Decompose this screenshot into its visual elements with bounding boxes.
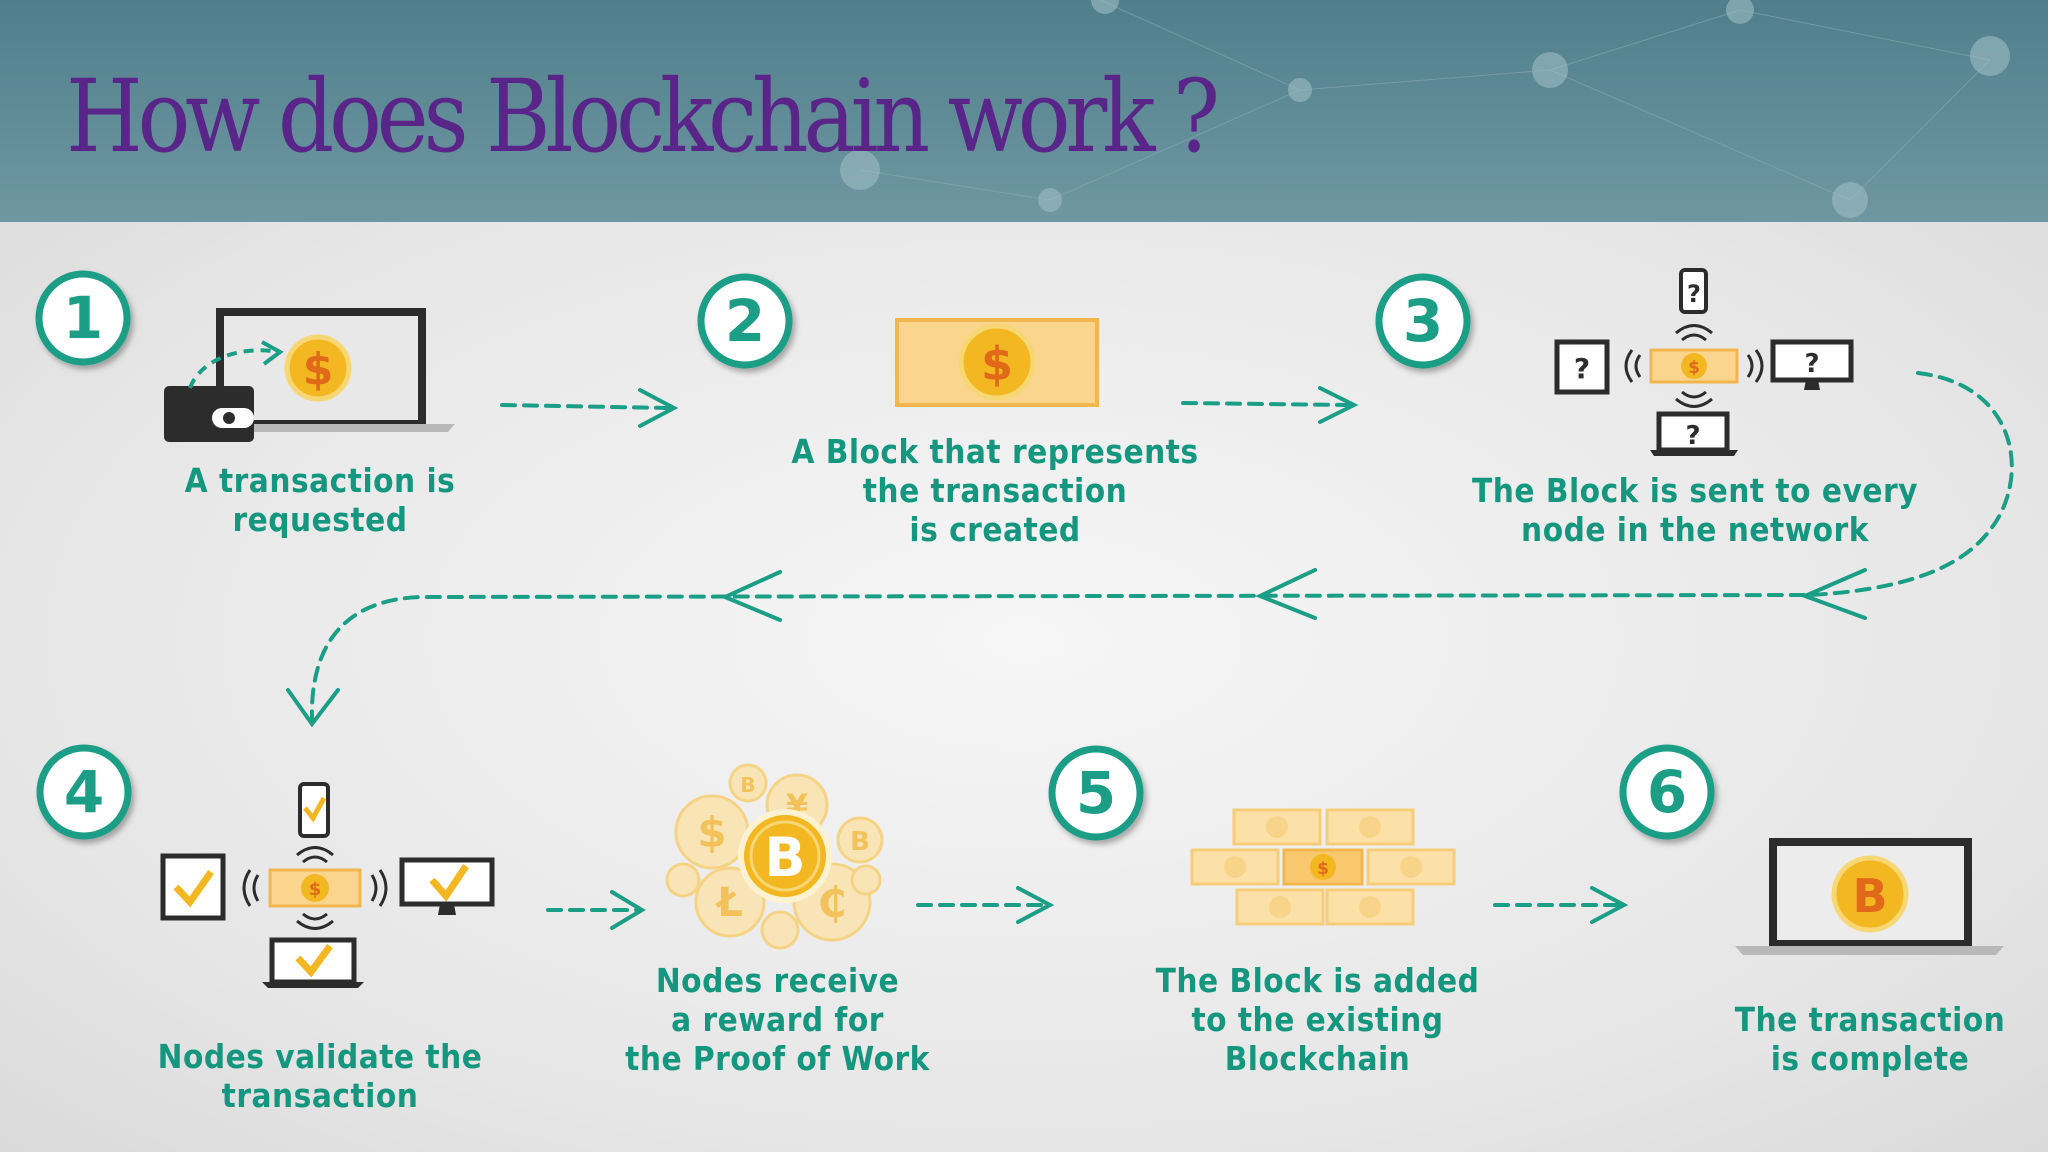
- dollar-symbol: $: [309, 879, 322, 900]
- step-1-label: A transaction is requested: [184, 461, 456, 539]
- cent-symbol: ₵: [817, 878, 846, 927]
- arrow-heads: [286, 386, 1867, 930]
- step-number-3: 3: [1403, 287, 1443, 355]
- arrow-1-2: [500, 403, 672, 410]
- step-number-5: 5: [1076, 759, 1116, 827]
- page-title: How does Blockchain work ?: [66, 58, 1220, 175]
- step-number-6: 6: [1647, 758, 1687, 826]
- step-5-label: The Block is added to the existing Block…: [1155, 961, 1480, 1078]
- header-banner: How does Blockchain work ?: [0, 0, 2048, 222]
- step-badge-5: 5: [1048, 745, 1144, 841]
- step-badge-3: 3: [1375, 273, 1471, 369]
- step-badge-1: 1: [35, 270, 131, 366]
- step-3-label: The Block is sent to every node in the n…: [1472, 471, 1918, 549]
- network-background-pattern: [840, 0, 2010, 218]
- flow-connectors: [309, 371, 2014, 912]
- step-2-label: A Block that represents the transaction …: [791, 432, 1199, 549]
- step-number-2: 2: [725, 287, 765, 355]
- question-mark: ?: [1685, 421, 1700, 451]
- question-mark: ?: [1687, 280, 1701, 308]
- bitcoin-symbol: B: [1852, 869, 1887, 923]
- crypto-coins-reward-icon: B ¥ B $ Ł ₵ B: [665, 763, 884, 950]
- step-6-label: The transaction is complete: [1734, 1000, 2006, 1078]
- laptop-bitcoin-icon: B: [1735, 838, 2004, 955]
- flow-diagram: 1 2 3 4 5 6: [35, 268, 2014, 988]
- question-mark: ?: [1574, 352, 1590, 385]
- network-broadcast-icon: ? ? ? ? $: [1554, 268, 1854, 456]
- dollar-symbol: $: [1317, 859, 1329, 879]
- reward-label: Nodes receive a reward for the Proof of …: [625, 961, 930, 1078]
- bitcoin-symbol: B: [850, 827, 870, 857]
- arrow-2-3: [1181, 401, 1350, 407]
- step-badge-2: 2: [697, 273, 793, 369]
- diagram-panel: 1 2 3 4 5 6: [0, 222, 2048, 1152]
- step-badge-6: 6: [1619, 744, 1715, 840]
- question-mark: ?: [1804, 349, 1819, 379]
- dollar-block-icon: $: [895, 318, 1099, 407]
- arrow-3-4: [309, 371, 2014, 722]
- bitcoin-symbol: B: [740, 773, 755, 797]
- laptop-wallet-coin-icon: $: [164, 308, 455, 442]
- bitcoin-symbol: B: [764, 826, 805, 889]
- lira-symbol: Ł: [715, 880, 743, 926]
- step-badge-4: 4: [36, 744, 132, 840]
- validation-network-icon: $: [160, 782, 495, 988]
- step-number-4: 4: [64, 758, 104, 826]
- block-chain-wall-icon: $: [1190, 808, 1456, 926]
- dollar-symbol: $: [303, 344, 334, 395]
- dollar-symbol: $: [1688, 358, 1700, 378]
- step-number-1: 1: [63, 284, 103, 352]
- dollar-symbol: $: [981, 337, 1013, 391]
- dollar-symbol: $: [697, 808, 726, 857]
- step-4-label: Nodes validate the transaction: [157, 1037, 483, 1115]
